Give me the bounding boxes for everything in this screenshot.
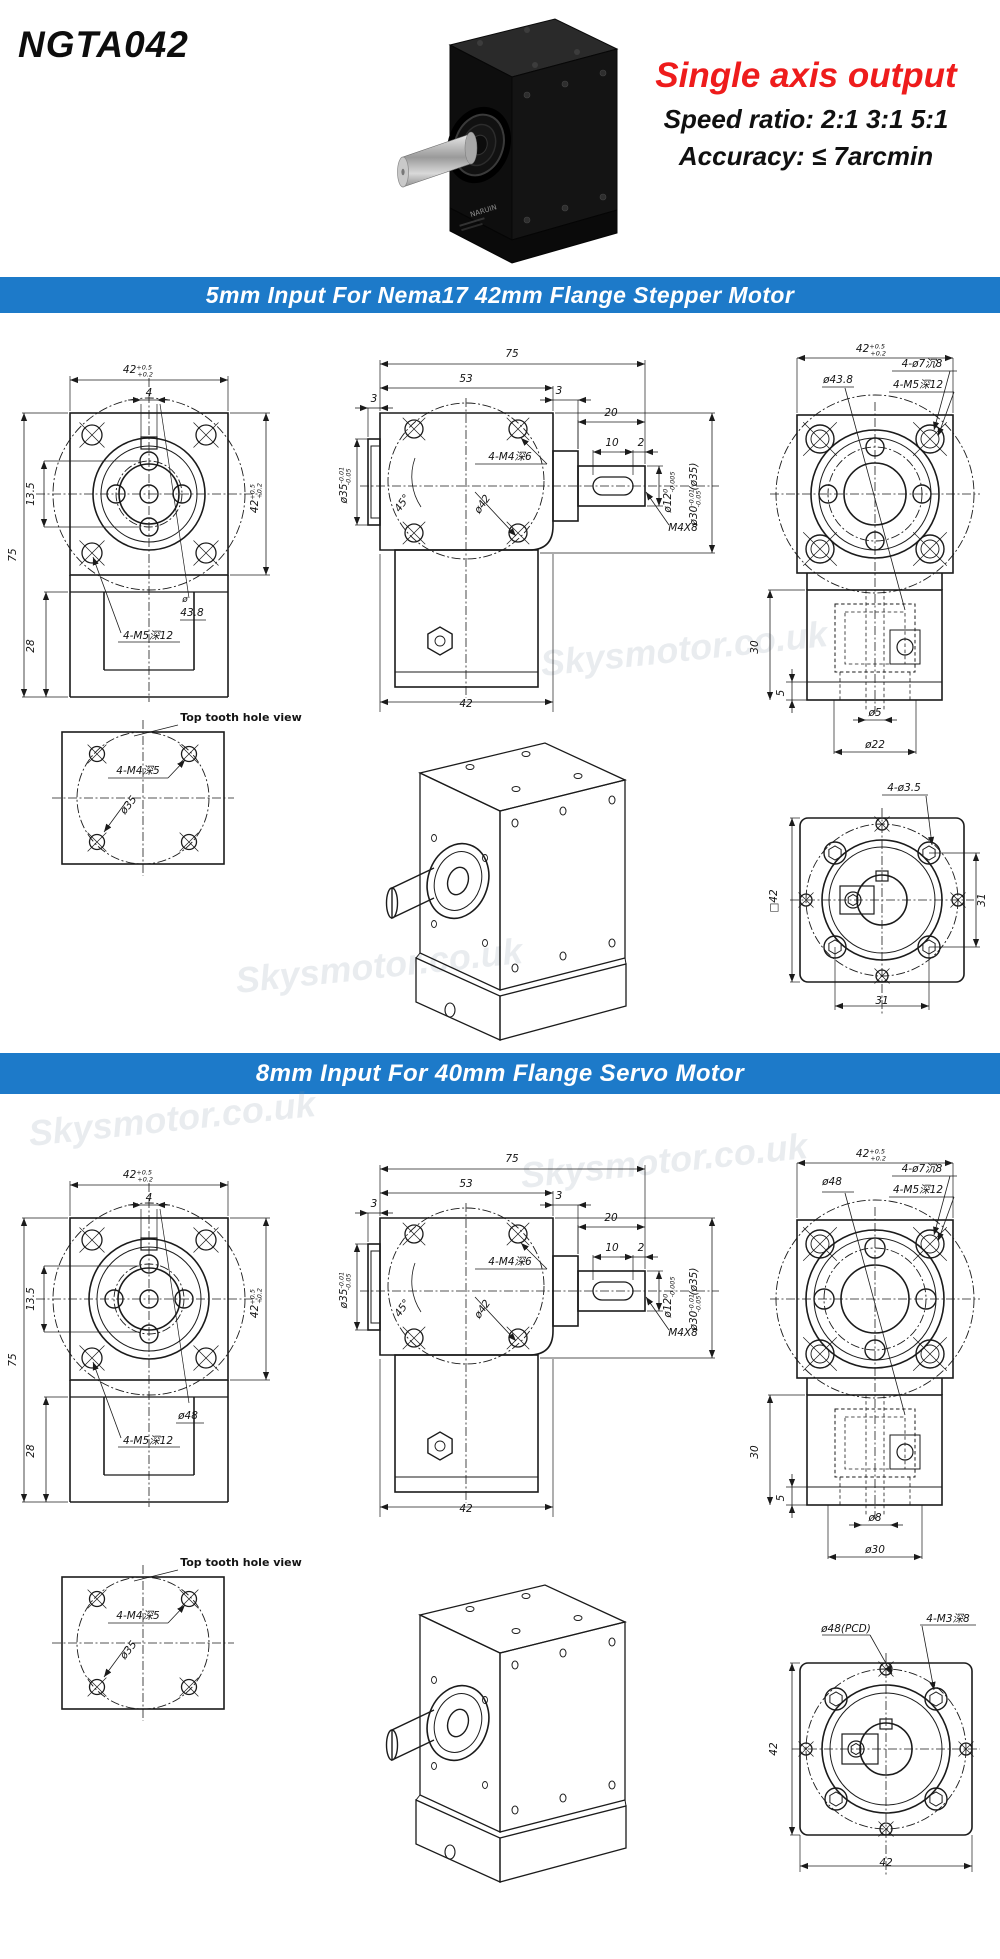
svg-text:4-ø7沉8: 4-ø7沉8: [902, 1163, 943, 1175]
tagline-single-axis: Single axis output: [655, 56, 957, 95]
header-claims: Single axis output Speed ratio: 2:1 3:1 …: [612, 56, 1000, 178]
svg-text:42+0.5+0.2: 42+0.5+0.2: [856, 1148, 886, 1163]
svg-text:4-ø7沉8: 4-ø7沉8: [902, 358, 943, 370]
tooth-hole-view-servo: Top tooth hole view 4-M4深5 ø35: [52, 1556, 302, 1721]
svg-text:31: 31: [976, 893, 988, 906]
svg-text:30: 30: [749, 1445, 761, 1459]
svg-text:3: 3: [371, 393, 378, 405]
svg-text:3: 3: [556, 385, 563, 397]
svg-text:ø30-0.01-0.05(ø35): ø30-0.01-0.05(ø35): [688, 463, 703, 527]
svg-text:42: 42: [768, 1742, 780, 1756]
svg-text:Top tooth hole view: Top tooth hole view: [180, 711, 302, 724]
back-flange-view-stepper: 42+0.5+0.2 ø43.8 4-ø7沉8 4-M5深12 30 5 ø5 ø22: [749, 343, 980, 756]
svg-text:ø: ø: [181, 595, 188, 605]
svg-text:ø22: ø22: [864, 739, 885, 751]
svg-text:ø48: ø48: [821, 1176, 842, 1188]
svg-text:ø120-0.005: ø120-0.005: [662, 1276, 677, 1318]
svg-text:5: 5: [775, 1494, 787, 1501]
svg-text:2: 2: [638, 1242, 645, 1254]
svg-text:30: 30: [749, 640, 761, 654]
svg-text:42+0.5+0.2: 42+0.5+0.2: [249, 483, 264, 513]
bottom-flange-view-servo: ø48(PCD) 4-M3深8 42 42: [768, 1613, 980, 1876]
svg-text:43.8: 43.8: [180, 607, 204, 619]
svg-text:4-M4深6: 4-M4深6: [488, 1256, 532, 1268]
accuracy-line: Accuracy: ≤ 7arcmin: [678, 141, 934, 171]
svg-text:4-M4深6: 4-M4深6: [488, 451, 532, 463]
svg-text:42: 42: [459, 1503, 473, 1515]
svg-text:ø30: ø30: [864, 1544, 885, 1556]
svg-text:ø35: ø35: [117, 793, 139, 817]
svg-text:4: 4: [146, 387, 153, 399]
side-section-view-stepper: 75 53 3 3 45° 4-M4深6 ø42 20 10 2 ø35-0.01-0.05 ø120…: [338, 348, 719, 712]
svg-text:75: 75: [505, 348, 519, 360]
svg-text:4-M5深12: 4-M5深12: [123, 1435, 173, 1447]
svg-text:28: 28: [25, 639, 37, 653]
svg-text:10: 10: [605, 437, 619, 449]
svg-text:4-M4深5: 4-M4深5: [116, 765, 160, 777]
back-flange-view-servo: 42+0.5+0.2 ø48 4-ø7沉8 4-M5深12 30 5 ø8 ø30: [749, 1148, 980, 1561]
svg-text:ø42: ø42: [471, 492, 493, 516]
isometric-view-servo: [385, 1584, 627, 1884]
svg-text:42+0.5+0.2: 42+0.5+0.2: [123, 364, 153, 379]
svg-text:5: 5: [775, 689, 787, 696]
svg-text:ø35: ø35: [117, 1638, 139, 1662]
svg-text:ø120-0.005: ø120-0.005: [662, 471, 677, 513]
svg-text:31: 31: [875, 995, 888, 1007]
svg-text:ø8: ø8: [867, 1512, 881, 1524]
svg-text:ø48(PCD): ø48(PCD): [820, 1623, 871, 1635]
tooth-hole-view-stepper: Top tooth hole view 4-M4深5 ø35: [52, 711, 302, 876]
gearbox-photo-illustration: NARUIN: [397, 18, 619, 264]
svg-text:4: 4: [146, 1192, 153, 1204]
svg-text:20: 20: [604, 1212, 618, 1224]
product-photo: NARUIN: [397, 18, 619, 264]
svg-text:ø48: ø48: [177, 1410, 198, 1422]
svg-text:20: 20: [604, 407, 618, 419]
svg-text:75: 75: [8, 1353, 19, 1367]
svg-text:2: 2: [638, 437, 645, 449]
svg-text:4-M3深8: 4-M3深8: [926, 1613, 970, 1625]
svg-text:42: 42: [459, 698, 473, 710]
svg-text:3: 3: [556, 1190, 563, 1202]
svg-text:ø5: ø5: [867, 707, 881, 719]
svg-text:75: 75: [8, 548, 19, 562]
svg-text:□42: □42: [768, 889, 780, 913]
section-banner-1: 5mm Input For Nema17 42mm Flange Stepper…: [0, 277, 1000, 313]
svg-text:ø43.8: ø43.8: [822, 374, 853, 386]
svg-text:42: 42: [879, 1857, 893, 1869]
svg-text:4-M4深5: 4-M4深5: [116, 1610, 160, 1622]
svg-text:M4X8: M4X8: [668, 1327, 698, 1339]
svg-text:4-M5深12: 4-M5深12: [893, 379, 943, 391]
svg-text:ø35-0.01-0.05: ø35-0.01-0.05: [338, 467, 353, 505]
svg-text:28: 28: [25, 1444, 37, 1458]
front-flange-view-servo: 42+0.5+0.2 4 13.5 42+0.5+0.2 75 28 ø48 4-M5深12: [8, 1169, 270, 1507]
svg-text:13.5: 13.5: [25, 1287, 37, 1311]
svg-text:75: 75: [505, 1153, 519, 1165]
svg-text:45°: 45°: [392, 1297, 413, 1319]
svg-text:3: 3: [371, 1198, 378, 1210]
svg-text:13.5: 13.5: [25, 482, 37, 506]
svg-text:4-M5深12: 4-M5深12: [893, 1184, 943, 1196]
svg-text:53: 53: [459, 373, 472, 385]
side-section-view-servo: 75 53 3 3 45° 4-M4深6 ø42 20 10 2 ø35-0.01-0.05 ø120…: [338, 1153, 719, 1517]
bottom-flange-view-stepper: 4-ø3.5 □42 31 31: [768, 782, 988, 1014]
svg-text:M4X8: M4X8: [668, 522, 698, 534]
speed-ratio-line: Speed ratio: 2:1 3:1 5:1: [663, 104, 949, 134]
isometric-view-stepper: [385, 742, 627, 1042]
svg-text:10: 10: [605, 1242, 619, 1254]
svg-text:42+0.5+0.2: 42+0.5+0.2: [249, 1288, 264, 1318]
page-title: NGTA042: [18, 24, 189, 65]
svg-text:53: 53: [459, 1178, 472, 1190]
svg-text:Top tooth hole view: Top tooth hole view: [180, 1556, 302, 1569]
svg-text:4-ø3.5: 4-ø3.5: [887, 782, 921, 794]
svg-text:ø30-0.01-0.05(ø35): ø30-0.01-0.05(ø35): [688, 1268, 703, 1332]
svg-text:ø35-0.01-0.05: ø35-0.01-0.05: [338, 1272, 353, 1310]
svg-text:42+0.5+0.2: 42+0.5+0.2: [856, 343, 886, 358]
svg-text:ø42: ø42: [471, 1297, 493, 1321]
svg-text:42+0.5+0.2: 42+0.5+0.2: [123, 1169, 153, 1184]
section-banner-2: 8mm Input For 40mm Flange Servo Motor: [0, 1053, 1000, 1094]
svg-text:45°: 45°: [392, 492, 413, 514]
front-flange-view-stepper: 42+0.5+0.2 4 13.5 42+0.5+0.2 75 28 ø 43.8 4-M5深1…: [8, 364, 270, 702]
svg-text:4-M5深12: 4-M5深12: [123, 630, 173, 642]
